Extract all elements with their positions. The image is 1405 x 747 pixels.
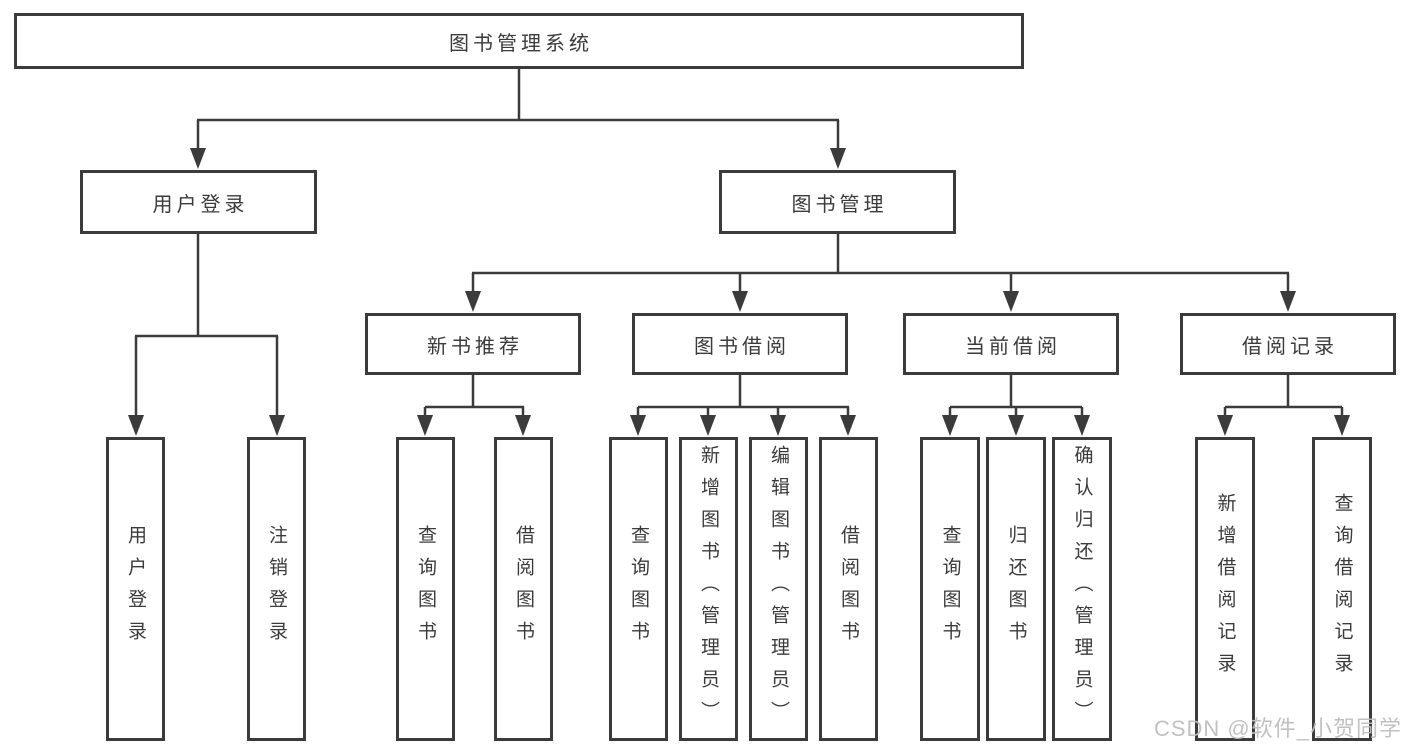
node-current-borrowing: 当前借阅 <box>903 313 1119 375</box>
node-label: 借阅图书 <box>838 525 859 653</box>
node-leaf-bb-query-books: 查询图书 <box>609 437 668 741</box>
node-leaf-bb-borrow-books: 借阅图书 <box>819 437 878 741</box>
node-leaf-nb-query-books: 查询图书 <box>396 437 455 741</box>
node-label: 借阅记录 <box>1242 335 1338 358</box>
node-leaf-br-add-record: 新增借阅记录 <box>1195 437 1255 741</box>
node-leaf-cb-return-books: 归还图书 <box>986 437 1046 741</box>
node-library-system: 图书管理系统 <box>14 13 1024 69</box>
node-book-management: 图书管理 <box>719 170 956 234</box>
node-leaf-bb-edit-books-admin: 编辑图书（管理员） <box>749 437 808 741</box>
node-label: 确认归还（管理员） <box>1071 445 1093 733</box>
node-user-login: 用户登录 <box>80 170 317 234</box>
node-label: 用户登录 <box>152 193 249 216</box>
node-leaf-cb-confirm-return-admin: 确认归还（管理员） <box>1052 437 1112 741</box>
node-leaf-nb-borrow-books: 借阅图书 <box>494 437 553 741</box>
node-label: 新书推荐 <box>427 335 523 358</box>
node-label: 用户登录 <box>125 525 146 653</box>
node-label: 图书借阅 <box>694 335 790 358</box>
node-label: 查询图书 <box>415 525 436 653</box>
node-label: 归还图书 <box>1005 525 1027 653</box>
node-label: 图书管理 <box>791 193 888 216</box>
node-label: 查询图书 <box>628 525 649 653</box>
node-label: 新增图书（管理员） <box>698 445 719 733</box>
node-label: 借阅图书 <box>513 525 534 653</box>
node-leaf-br-query-record: 查询借阅记录 <box>1312 437 1372 741</box>
node-borrowing-records: 借阅记录 <box>1180 313 1396 375</box>
csdn-watermark: CSDN @软件_小贺同学 <box>1153 716 1402 741</box>
node-leaf-logout: 注销登录 <box>247 437 306 741</box>
node-label: 新增借阅记录 <box>1214 493 1236 685</box>
node-label: 编辑图书（管理员） <box>768 445 789 733</box>
node-leaf-bb-add-books-admin: 新增图书（管理员） <box>679 437 738 741</box>
node-label: 图书管理系统 <box>449 32 593 55</box>
node-label: 当前借阅 <box>965 335 1061 358</box>
node-label: 注销登录 <box>266 525 287 653</box>
node-leaf-user-login: 用户登录 <box>106 437 165 741</box>
node-new-book-recommend: 新书推荐 <box>365 313 581 375</box>
node-leaf-cb-query-books: 查询图书 <box>920 437 980 741</box>
node-label: 查询借阅记录 <box>1331 493 1353 685</box>
node-label: 查询图书 <box>939 525 961 653</box>
node-book-borrowing: 图书借阅 <box>632 313 848 375</box>
